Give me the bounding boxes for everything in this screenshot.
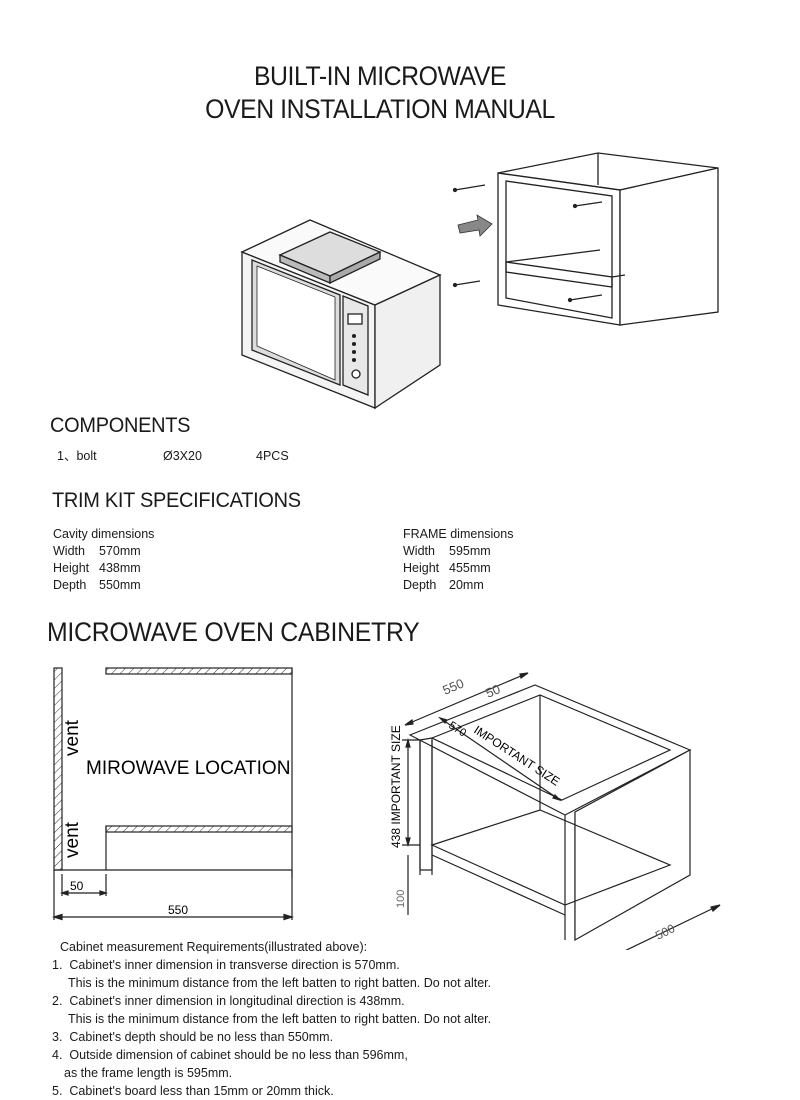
vent-top-label: vent [62,719,83,756]
cabinetry-heading: MICROWAVE OVEN CABINETRY [47,617,420,647]
cavity-heading: Cavity dimensions [53,527,155,541]
isometric-cabinet-diagram: 550 50 570 IMPORTANT SIZE 438 IMPORTANT … [389,672,721,950]
microwave-location-label: MIROWAVE LOCATION [86,758,290,779]
title-line-2: OVEN INSTALLATION MANUAL [205,94,555,124]
req-item-4-sub: as the frame length is 595mm. [64,1066,233,1080]
title-line-1: BUILT-IN MICROWAVE [253,61,507,91]
req-item-4: 4. Outside dimension of cabinet should b… [52,1048,408,1062]
plan-view-diagram: vent vent MIROWAVE LOCATION 50 550 [51,667,295,921]
vent-bottom-label: vent [62,821,83,858]
iso-dim-550: 550 [440,675,466,697]
trim-kit-heading: TRIM KIT SPECIFICATIONS [52,489,301,512]
iso-dim-100: 100 [395,890,407,908]
req-item-2: 2. Cabinet's inner dimension in longitud… [52,994,405,1008]
dim-50-label: 50 [70,879,84,893]
iso-dim-500: 500 [653,921,677,943]
components-heading: COMPONENTS [50,414,191,437]
frame-heading: FRAME dimensions [403,527,514,541]
requirements-heading: Cabinet measurement Requirements(illustr… [60,940,368,954]
req-item-2-sub: This is the minimum distance from the le… [68,1012,492,1026]
component-name: 1、bolt [57,449,97,463]
microwave-drawing [240,219,442,410]
iso-height-label: 438 IMPORTANT SIZE [389,725,403,848]
component-qty: 4PCS [256,449,289,463]
dim-550-label: 550 [168,903,188,917]
req-item-3: 3. Cabinet's depth should be no less tha… [52,1030,334,1044]
requirements-list: 1. Cabinet's inner dimension in transver… [52,956,752,1100]
installation-illustration [240,152,719,410]
iso-dim-570: 570 [446,719,468,739]
cabinet-drawing [452,152,719,326]
iso-dim-50: 50 [483,681,502,700]
req-item-1: 1. Cabinet's inner dimension in transver… [52,958,400,972]
req-item-5: 5. Cabinet's board less than 15mm or 20m… [52,1084,334,1098]
component-size: Ø3X20 [163,449,202,463]
insert-arrow-icon [457,214,493,237]
req-item-1-sub: This is the minimum distance from the le… [68,976,492,990]
